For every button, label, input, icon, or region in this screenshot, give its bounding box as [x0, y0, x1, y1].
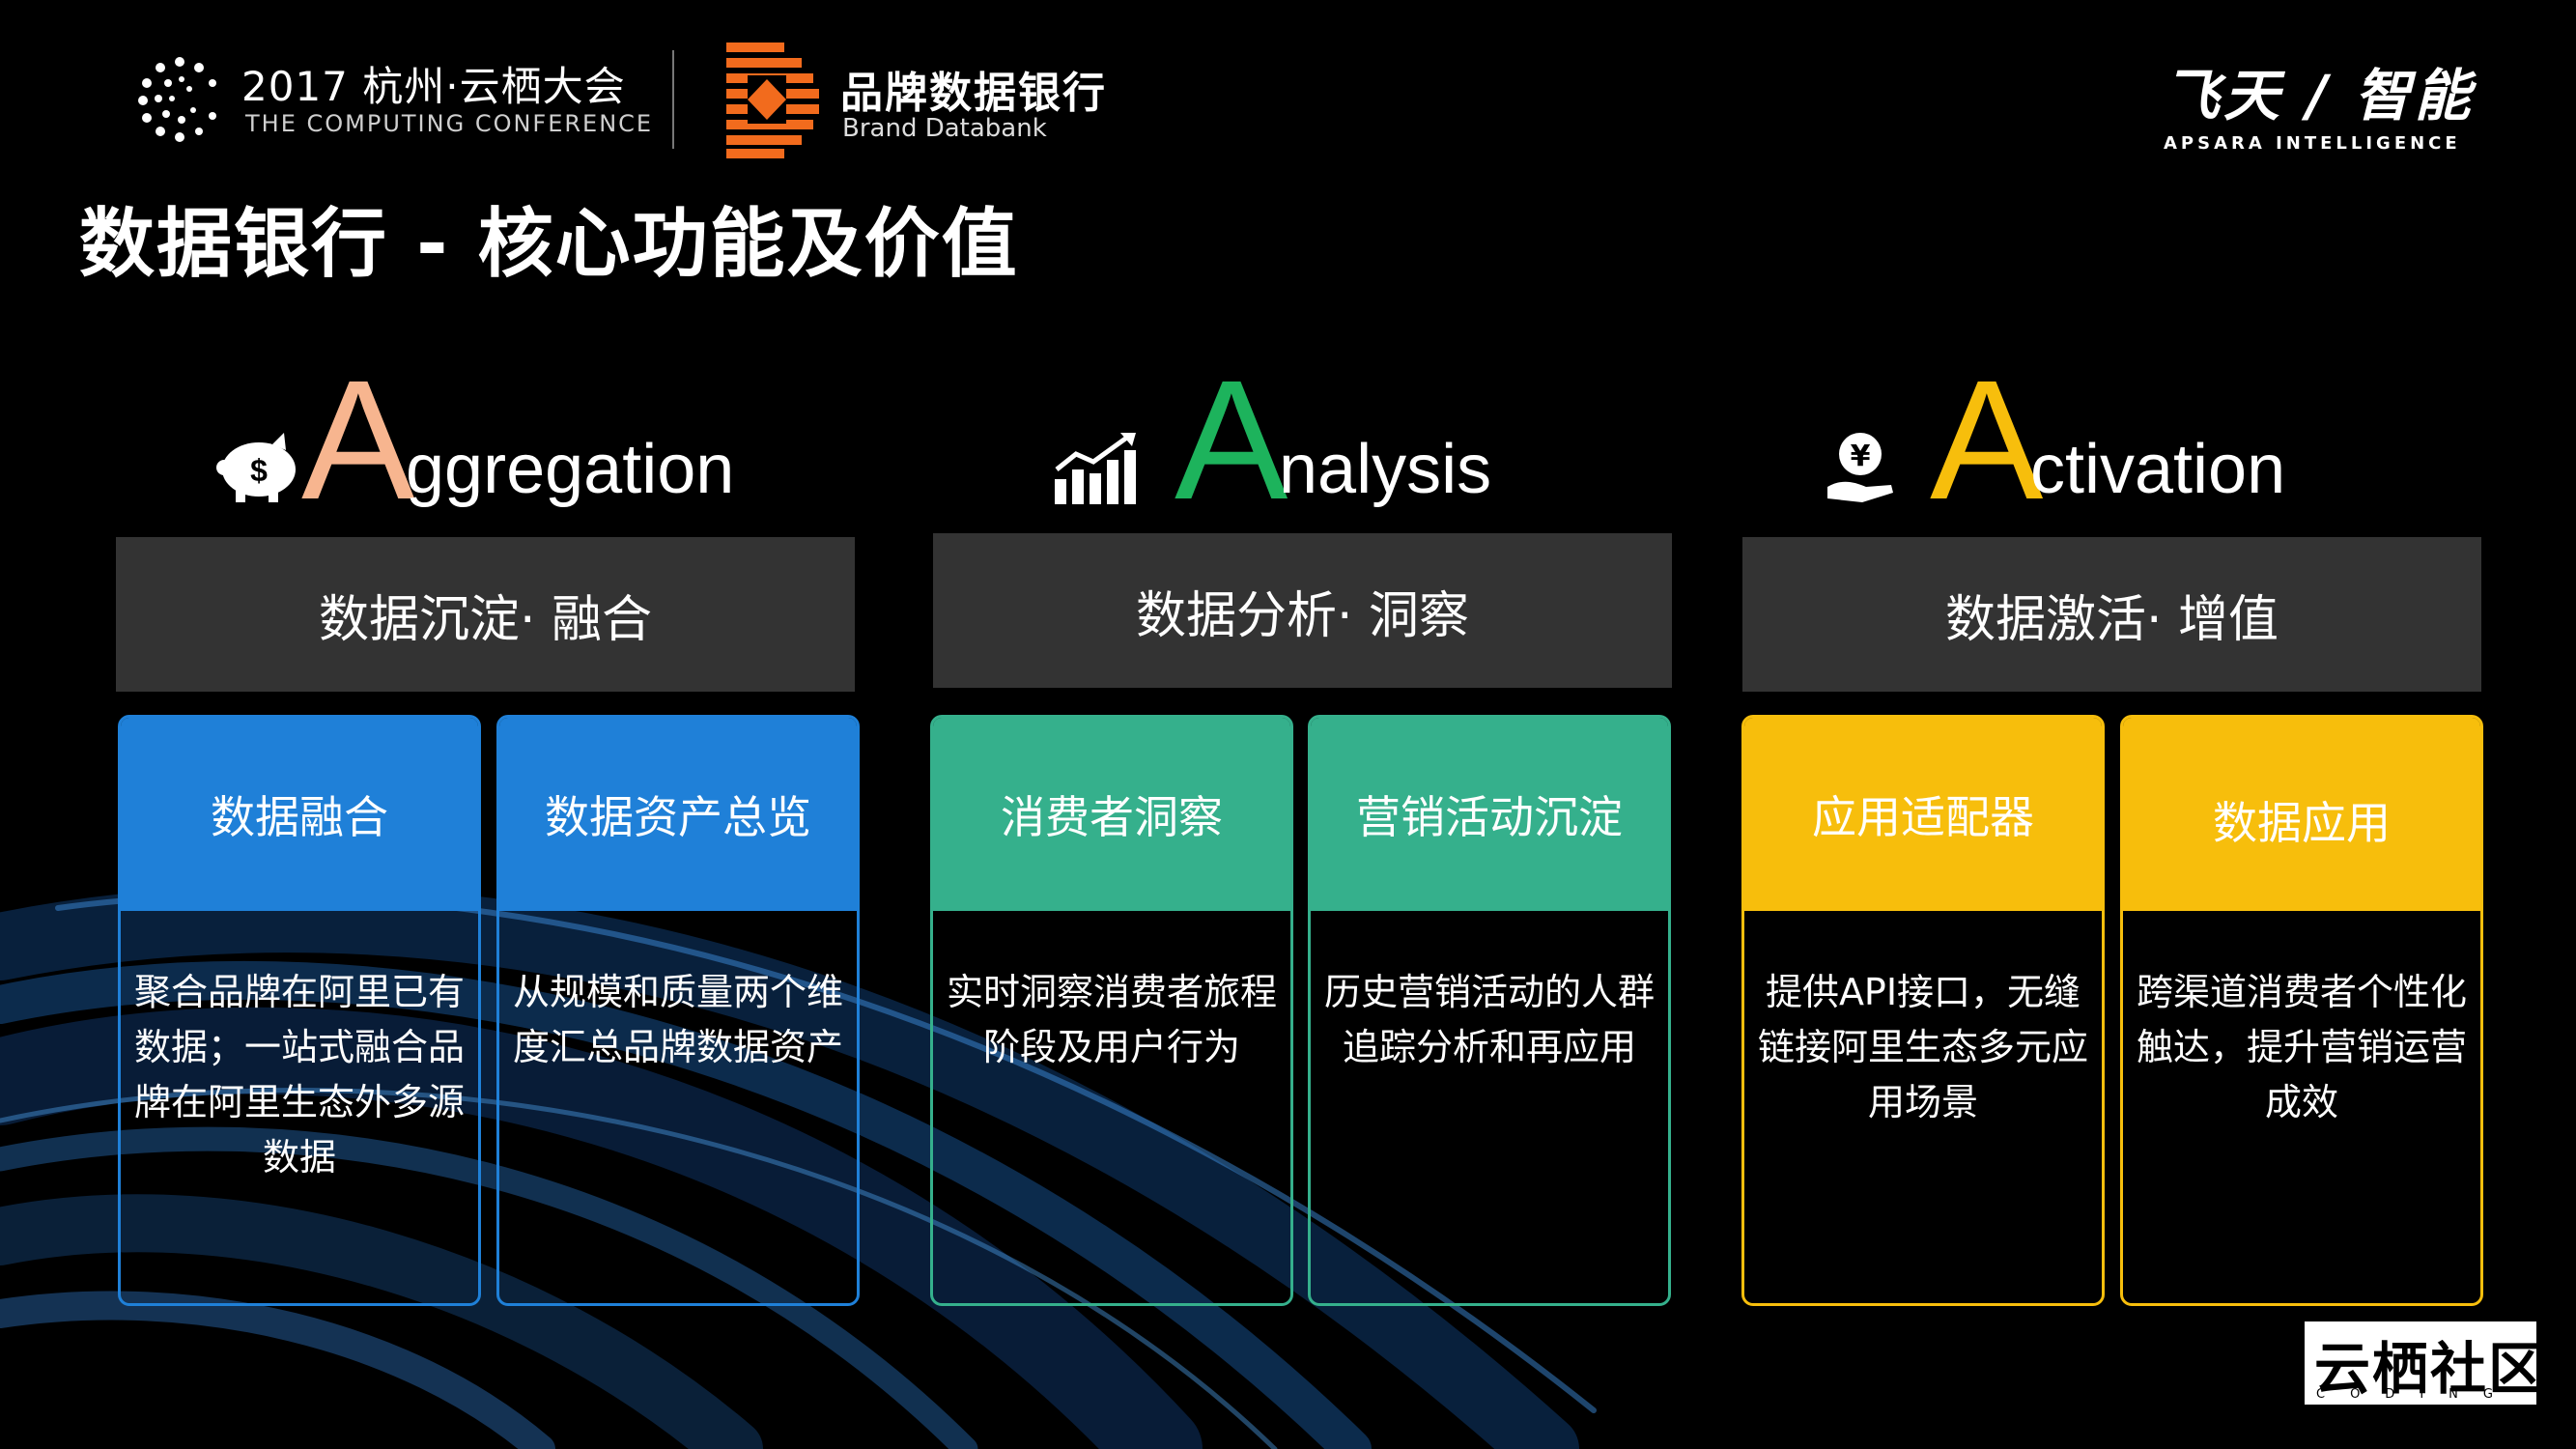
card-description: 提供API接口，无缝链接阿里生态多元应用场景: [1757, 971, 2088, 1123]
feature-card-data-fusion: 数据融合 聚合品牌在阿里已有数据；一站式融合品牌在阿里生态外多源数据: [118, 715, 481, 1306]
card-description: 从规模和质量两个维度汇总品牌数据资产: [512, 971, 843, 1068]
feature-card-data-application: 数据应用 跨渠道消费者个性化触达，提升营销运营成效: [2120, 715, 2483, 1306]
brand-subtitle: Brand Databank: [842, 114, 1047, 143]
card-title: 数据应用: [2123, 718, 2480, 911]
yunqi-dots-icon: [138, 57, 216, 142]
pillar-heading-aggregation: $ A ggregation: [212, 355, 792, 526]
piggy-bank-icon: $: [216, 433, 296, 502]
pillar-bar-aggregation: 数据沉淀· 融合: [116, 537, 855, 692]
apsara-sub-text: APSARA INTELLIGENCE: [2164, 133, 2461, 154]
pillar-heading-activation: ¥ A ctivation: [1824, 355, 2364, 526]
feature-card-asset-overview: 数据资产总览 从规模和质量两个维度汇总品牌数据资产: [496, 715, 860, 1306]
apsara-main-text: 飞天 / 智能: [2164, 63, 2475, 128]
pillar-word-rest: ctivation: [2030, 431, 2286, 508]
feature-card-consumer-insight: 消费者洞察 实时洞察消费者旅程阶段及用户行为: [930, 715, 1293, 1306]
pillar-word-rest: ggregation: [406, 431, 735, 508]
svg-text:¥: ¥: [1851, 440, 1871, 473]
yunqi-community-logo: 云栖社区 CODING LIFE: [2305, 1321, 2576, 1405]
conference-subtitle: THE COMPUTING CONFERENCE: [245, 110, 654, 137]
card-title: 数据资产总览: [499, 718, 857, 911]
header-divider: [672, 50, 674, 149]
card-description: 实时洞察消费者旅程阶段及用户行为: [946, 971, 1277, 1068]
pillar-initial: A: [1175, 346, 1288, 535]
pillar-initial: A: [301, 346, 415, 535]
pillar-bar-activation: 数据激活· 增值: [1742, 537, 2481, 692]
apsara-intelligence-logo: 飞天 / 智能 APSARA INTELLIGENCE: [2164, 50, 2475, 154]
card-title: 营销活动沉淀: [1311, 718, 1668, 911]
hand-coin-icon: ¥: [1827, 433, 1893, 502]
card-title: 数据融合: [121, 718, 478, 911]
card-title: 消费者洞察: [933, 718, 1290, 911]
svg-text:$: $: [250, 453, 268, 488]
brand-title: 品牌数据银行: [840, 69, 1107, 118]
feature-card-app-adapter: 应用适配器 提供API接口，无缝链接阿里生态多元应用场景: [1741, 715, 2105, 1306]
feature-card-campaign-retention: 营销活动沉淀 历史营销活动的人群追踪分析和再应用: [1308, 715, 1671, 1306]
card-description: 历史营销活动的人群追踪分析和再应用: [1323, 971, 1655, 1068]
card-description: 聚合品牌在阿里已有数据；一站式融合品牌在阿里生态外多源数据: [133, 971, 465, 1179]
page-title: 数据银行 - 核心功能及价值: [79, 201, 1019, 288]
pillar-word-rest: nalysis: [1279, 431, 1492, 508]
card-title: 应用适配器: [1744, 718, 2102, 911]
bar-chart-growth-icon: [1055, 433, 1136, 504]
databank-d-icon: [726, 43, 819, 158]
conference-title: 2017 杭州·云栖大会: [241, 63, 626, 110]
conference-logo: 2017 杭州·云栖大会 THE COMPUTING CONFERENCE: [135, 50, 657, 147]
brand-databank-logo: 品牌数据银行 Brand Databank: [726, 41, 1132, 158]
pillar-heading-analysis: A nalysis: [1053, 355, 1594, 526]
pillar-initial: A: [1930, 346, 2044, 535]
community-main-text: 云栖社区: [2314, 1336, 2547, 1402]
community-sub-text: CODING LIFE: [2316, 1387, 2576, 1402]
pillar-bar-analysis: 数据分析· 洞察: [933, 533, 1672, 688]
card-description: 跨渠道消费者个性化触达，提升营销运营成效: [2136, 971, 2467, 1123]
